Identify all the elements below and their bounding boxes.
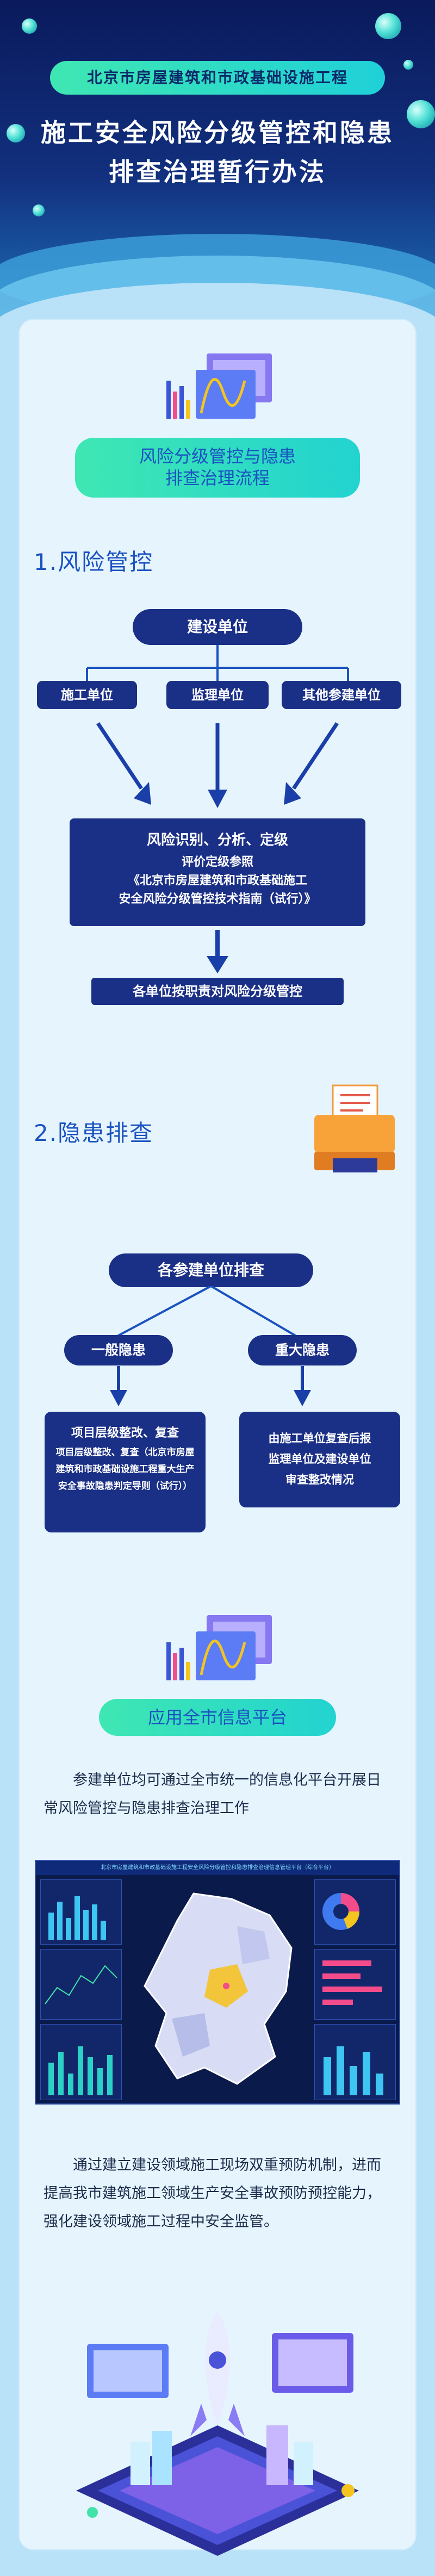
platform-paragraph-2: 通过建立建设领域施工现场双重预防机制，进而提高我市建筑施工领域生产安全事故预防预… bbox=[44, 2157, 381, 2230]
page-title-line2: 排查治理暂行办法 bbox=[109, 157, 326, 187]
dashboard-panel bbox=[314, 1879, 396, 1945]
section-heading-hazard: 2.隐患排查 bbox=[34, 1120, 154, 1146]
risk-box-line3: 《北京市房屋建筑和市政基础施工 bbox=[127, 874, 307, 887]
dashboard-title: 北京市房屋建筑和市政基础设施工程安全风险分级管控和隐患排查治理信息管理平台（综合… bbox=[36, 1861, 399, 1875]
flow-arrows bbox=[96, 722, 339, 808]
platform-isometric-illustration bbox=[76, 2311, 359, 2556]
construction-owner-box: 建设单位 bbox=[133, 609, 302, 645]
process-ribbon-line1: 风险分级管控与隐患 bbox=[139, 446, 296, 467]
dashboard-panel bbox=[40, 2024, 122, 2100]
platform-paragraph-1: 参建单位均可通过全市统一的信息化平台开展日常风险管控与隐患排查治理工作 bbox=[44, 1772, 381, 1817]
decor-orb bbox=[7, 124, 25, 142]
hazard-connector bbox=[114, 1286, 300, 1339]
general-action-body: 项目层级整改、复查（北京市房屋建筑和市政基础设施工程重大生产安全事故隐患判定导则… bbox=[55, 1447, 195, 1492]
general-hazard-tab: 一般隐患 bbox=[64, 1335, 173, 1365]
section-heading-risk: 1.风险管控 bbox=[34, 549, 154, 575]
unit-supervision: 监理单位 bbox=[166, 681, 269, 709]
connector-lines bbox=[86, 645, 349, 681]
org-pill: 北京市房屋建筑和市政基础设施工程 bbox=[50, 61, 385, 95]
analytics-illustration bbox=[166, 1615, 272, 1680]
down-arrow bbox=[294, 1366, 311, 1406]
general-action-title: 项目层级整改、复查 bbox=[71, 1426, 179, 1440]
decor-orb bbox=[407, 100, 435, 128]
major-hazard-action-box: 由施工单位复查后报 监理单位及建设单位 审查整改情况 bbox=[239, 1412, 400, 1507]
platform-ribbon: 应用全市信息平台 bbox=[99, 1699, 336, 1736]
dashboard-panel bbox=[314, 1949, 396, 2020]
decor-orb bbox=[375, 13, 401, 39]
major-hazard-tab: 重大隐患 bbox=[248, 1335, 357, 1365]
risk-box-line4: 安全风险分级管控技术指南（试行）》 bbox=[119, 892, 316, 906]
dashboard-panel bbox=[40, 1949, 122, 2020]
beijing-district-map bbox=[144, 1892, 293, 2085]
risk-identification-box: 风险识别、分析、定级 评价定级参照 《北京市房屋建筑和市政基础施工 安全风险分级… bbox=[70, 818, 365, 926]
platform-dashboard-screenshot: 北京市房屋建筑和市政基础设施工程安全风险分级管控和隐患排查治理信息管理平台（综合… bbox=[35, 1860, 400, 2105]
decor-orb bbox=[403, 60, 413, 70]
unit-other: 其他参建单位 bbox=[282, 681, 401, 709]
down-arrow bbox=[110, 1366, 127, 1406]
dashboard-panel bbox=[40, 1879, 122, 1945]
major-action-line3: 审查整改情况 bbox=[285, 1473, 354, 1486]
decor-orb bbox=[22, 18, 37, 34]
decor-orb bbox=[33, 204, 45, 216]
major-action-line2: 监理单位及建设单位 bbox=[268, 1453, 371, 1466]
printer-icon bbox=[314, 1084, 395, 1172]
major-action-line1: 由施工单位复查后报 bbox=[268, 1432, 371, 1445]
unit-construction: 施工单位 bbox=[37, 681, 137, 709]
process-ribbon-line2: 排查治理流程 bbox=[165, 468, 270, 488]
general-hazard-action-box: 项目层级整改、复查 项目层级整改、复查（北京市房屋建筑和市政基础设施工程重大生产… bbox=[45, 1412, 206, 1532]
process-ribbon: 风险分级管控与隐患 排查治理流程 bbox=[75, 438, 360, 498]
risk-box-line2: 评价定级参照 bbox=[181, 855, 253, 869]
dashboard-panel bbox=[314, 2024, 396, 2100]
page-title-line1: 施工安全风险分级管控和隐患 bbox=[41, 118, 394, 147]
analytics-illustration bbox=[166, 353, 272, 419]
all-units-investigate-box: 各参建单位排查 bbox=[109, 1253, 313, 1287]
risk-summary-box: 各单位按职责对风险分级管控 bbox=[91, 978, 344, 1005]
down-arrow bbox=[207, 930, 228, 973]
header-banner: 北京市房屋建筑和市政基础设施工程 施工安全风险分级管控和隐患 排查治理暂行办法 bbox=[0, 0, 435, 321]
risk-box-line1: 风险识别、分析、定级 bbox=[146, 832, 288, 848]
